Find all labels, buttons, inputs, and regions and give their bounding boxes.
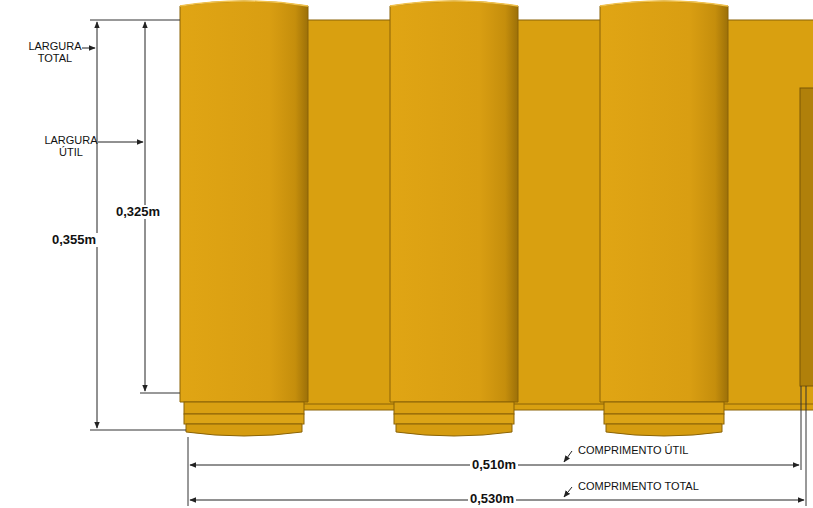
dimension-value: 0,325m (114, 205, 162, 219)
dimension-value: 0,510m (470, 458, 518, 472)
dimension-caption: LARGURA TOTAL (28, 40, 82, 64)
dimension-caption: COMPRIMENTO ÚTIL (578, 444, 688, 456)
dimension-caption: COMPRIMENTO TOTAL (578, 480, 699, 492)
dimension-value: 0,530m (468, 492, 516, 506)
dimension-caption: LARGURA ÚTIL (44, 134, 98, 158)
dimension-value: 0,355m (50, 233, 98, 247)
